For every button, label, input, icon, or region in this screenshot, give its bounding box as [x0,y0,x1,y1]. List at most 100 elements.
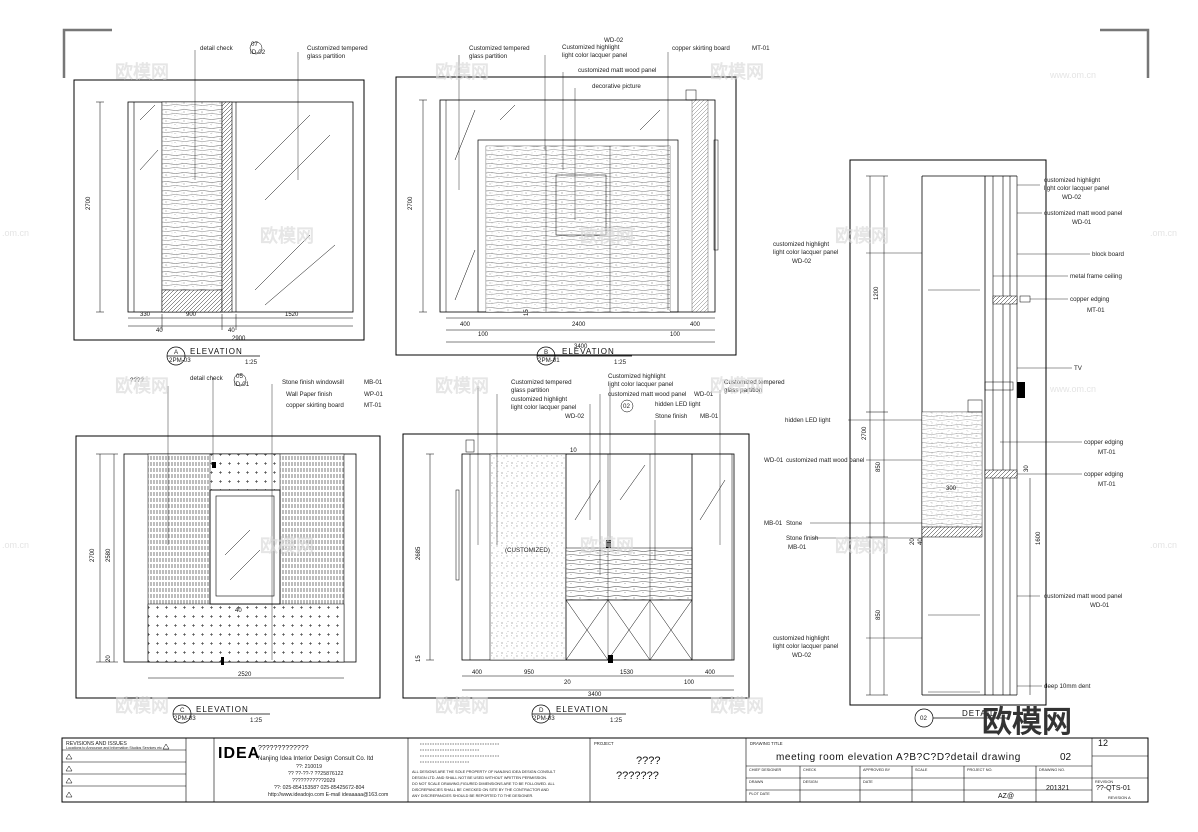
a-ref-bottom: ID-02 [250,49,266,56]
c-tag-mt01: MT-01 [364,402,382,409]
b-dim-total: 3400 [574,344,588,350]
detail-r-note-8: copper edging [1084,439,1124,446]
watermark-site-full-1: www.om.cn [1049,70,1096,80]
watermark-13: 欧模网 [115,695,169,716]
watermark-5: 欧模网 [580,225,634,246]
b-id-letter: B [544,349,548,356]
b-dim-1: 400 [460,322,471,328]
tb-disclaimer-1: ALL DESIGNS ARE THE SOLE PROPERTY OF NAN… [412,770,556,774]
d-dim-5: 20 [564,680,571,686]
detail-r-note-5: metal frame ceiling [1070,273,1122,280]
d-dim-15: 15 [416,655,422,662]
c-dim-height: 2700 [90,548,96,562]
tb-label-approved: APPROVED BY [863,768,891,772]
c-id-sheet: 2PM-03 [174,715,196,722]
tb-label-drawing-no: DRAWING NO. [1039,768,1065,772]
a-note-glass-1: Customized tempered [307,45,368,52]
a-scale: 1:25 [245,359,258,366]
detail-r-note-3: customized matt wood panel [1044,210,1122,217]
d-id-sheet: 2PM-03 [533,715,555,722]
d-note-lacquer-3: Customized highlight [608,373,666,380]
detail-r-note-1: customized highlight [1044,177,1100,184]
tb-project-label: PROJECT [594,741,614,746]
detail-l-note-3: hidden LED light [785,417,831,424]
watermark-logo: 欧模网 [982,705,1072,740]
watermarks: 欧模网 欧模网 欧模网 欧模网 欧模网 欧模网 欧模网 欧模网 欧模网 欧模网 … [2,61,1177,740]
detail-dim-40: 40 [918,538,924,545]
d-ref: 02 [623,403,630,410]
detail-r-tag-4: MT-01 [1098,449,1116,456]
elevation-b: 2700 400 2400 400 100 100 3400 15 Custom… [395,37,770,366]
tb-project-cn-1: ???? [636,755,660,767]
detail-l-note-2: light color lacquer panel [773,249,838,256]
c-tag-wp01: WP-01 [364,391,383,398]
c-note-wallpaper: Wall Paper finish [286,391,333,398]
tb-label-design: DESIGN [803,780,818,784]
d-note-glass-2: glass partition [511,387,550,394]
b-dim-height: 2700 [408,196,414,210]
d-title: ELEVATION [556,705,609,714]
a-id-letter: A [174,349,179,356]
c-title: ELEVATION [196,705,249,714]
a-ref-top: 07 [251,41,258,48]
d-dim-10: 10 [570,448,577,454]
detail-dim-850b: 850 [876,609,882,620]
b-note-glass-2: glass partition [469,53,508,60]
tb-sheet-total: 12 [1098,738,1108,748]
watermark-site-full-2: www.om.cn [1049,384,1096,394]
tb-contact-2: ?? ??-??-? ??25876122 [288,771,343,777]
a-dim-2: 900 [186,312,197,318]
detail-r-note-9: copper edging [1084,471,1124,478]
d-note-glass-1: Customized tempered [511,379,572,386]
detail-r-note-7: TV [1074,365,1083,372]
detail-dim-2700: 2700 [862,426,868,440]
c-ref-top: 05 [236,373,243,380]
detail-l-note-1: customized highlight [773,241,829,248]
tb-drawing-title-label: DRAWING TITLE [750,741,783,746]
d-scale: 1:25 [610,717,623,724]
watermark-7: 欧模网 [115,375,169,396]
elevation-c: 2700 2580 20 2520 40 ???? detail check 0… [75,373,383,724]
tb-label-chief: CHIEF DESIGNER [749,768,782,772]
tb-company-en: Nanjing Idea Interior Design Consult Co.… [258,756,373,762]
b-note-wood: customized matt wood panel [578,67,656,74]
b-note-skirting: copper skirting board [672,45,730,52]
detail-r-tag-1: WD-02 [1062,194,1082,201]
d-id-letter: D [539,707,544,714]
b-scale: 1:25 [614,359,627,366]
tb-label-check: CHECK [803,768,817,772]
d-note-glass-3: Customized tempered [724,379,785,386]
tb-revision-val: REVISION A [1108,795,1131,800]
c-note-windowsill: Stone finish windowsill [282,379,344,386]
c-dim-width: 2520 [238,672,252,678]
d-dim-3: 1530 [620,670,634,676]
detail-l-note-7: customized highlight [773,635,829,642]
detail-r-tag-3: MT-01 [1087,307,1105,314]
watermark-3: 欧模网 [710,61,764,82]
watermark-1: 欧模网 [115,61,169,82]
b-note-glass-1: Customized tempered [469,45,530,52]
c-id-letter: C [180,707,185,714]
watermark-14: 欧模网 [435,695,489,716]
tb-logo: IDEA [218,745,260,762]
b-tag-mt01: MT-01 [752,45,770,52]
d-note-wood: customized matt wood panel [608,391,686,398]
detail-r-note-10: customized matt wood panel [1044,593,1122,600]
detail-l-note-4: customized matt wood panel [786,457,864,464]
tb-disclaimer-4: DISCREPANCIES SHALL BE CHECKED ON SITE B… [412,788,549,792]
b-tag-wd02: WD-02 [604,37,624,44]
d-note-customized: (CUSTOMIZED) [505,547,550,554]
d-dim-2: 950 [524,670,535,676]
b-dim-3: 400 [690,322,701,328]
tb-contact-5: http://www.ideadojo.com E-mail ideaaaaa@… [268,792,388,798]
watermark-9: 欧模网 [710,375,764,396]
detail-dim-850a: 850 [876,461,882,472]
detail-l-tag-1: WD-02 [792,258,812,265]
watermark-8: 欧模网 [435,375,489,396]
b-title: ELEVATION [562,347,615,356]
elevation-d: 2685 15 400 950 1530 400 20 100 3400 10 … [402,373,785,724]
watermark-site-1: .om.cn [2,228,29,238]
b-dim-5: 100 [670,332,681,338]
c-note-skirting: copper skirting board [286,402,344,409]
